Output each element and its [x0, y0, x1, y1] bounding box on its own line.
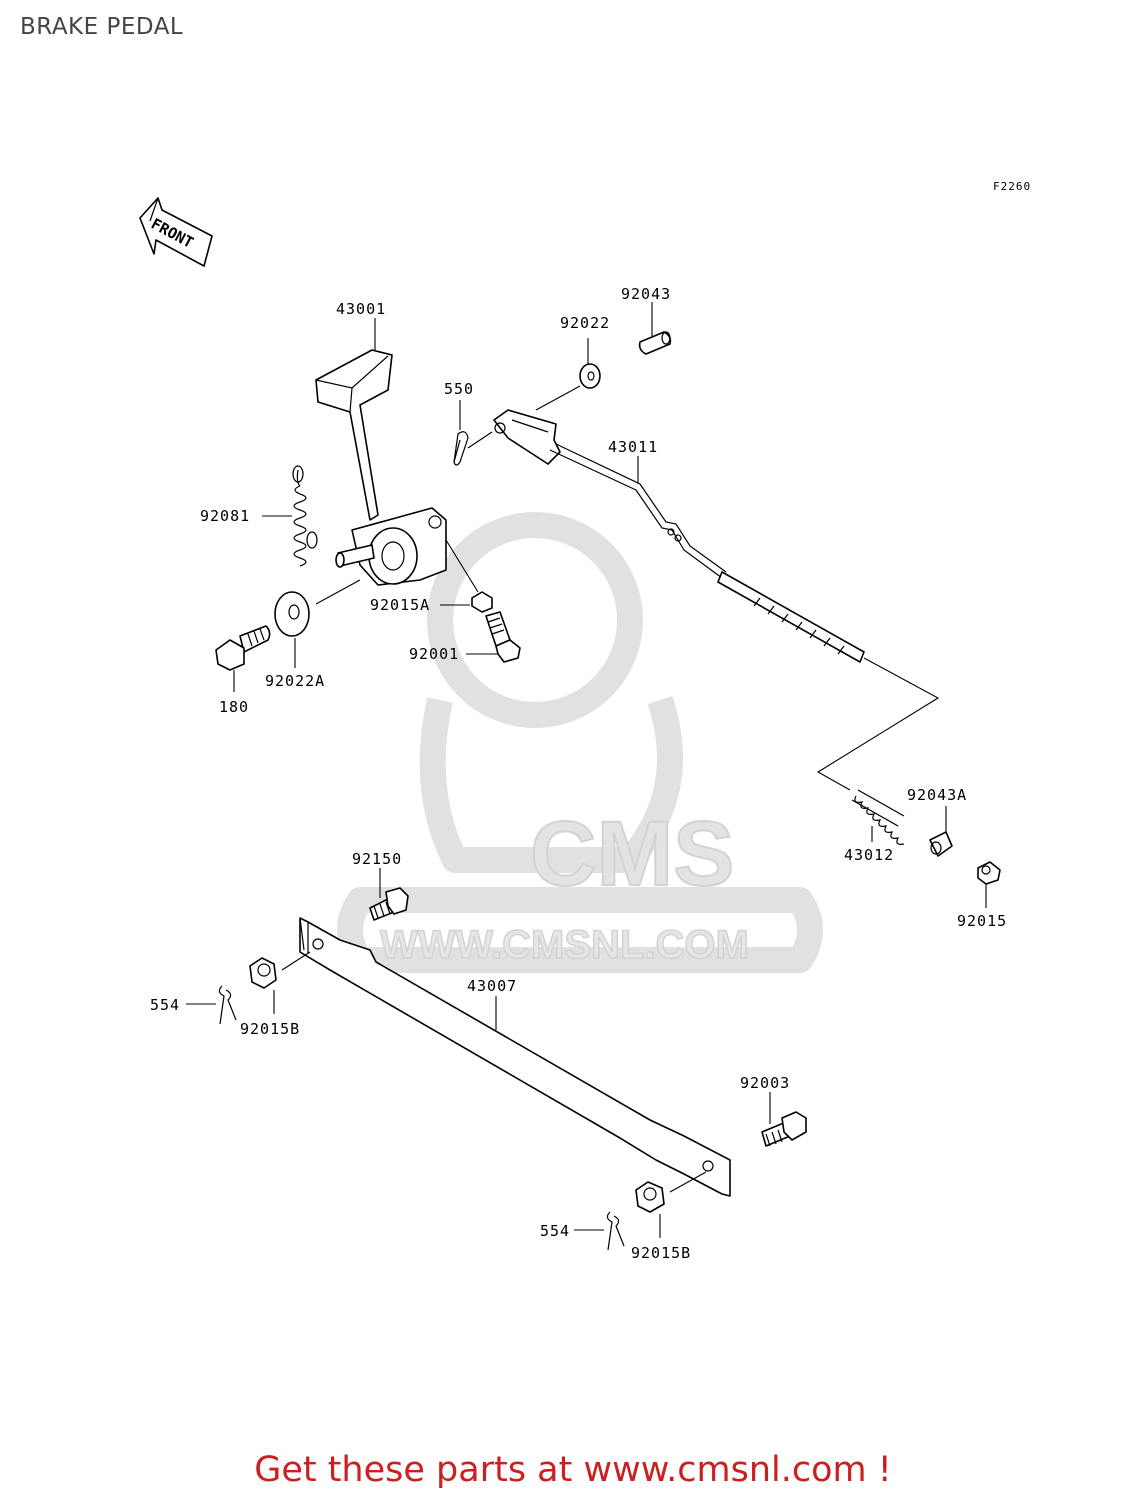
front-arrow-icon: FRONT [139, 197, 213, 267]
watermark-brand: CMS [530, 803, 734, 905]
part-label-550: 550 [444, 380, 474, 398]
trunnion-92043A [929, 831, 953, 857]
figure-code: F2260 [993, 180, 1031, 193]
part-label-92081: 92081 [200, 507, 250, 525]
part-label-92022A: 92022A [265, 672, 325, 690]
bolt-92150 [369, 887, 409, 921]
part-label-92043: 92043 [621, 285, 671, 303]
part-label-92015B-lower: 92015B [631, 1244, 691, 1262]
cotter-pin-550 [453, 431, 469, 466]
part-label-43012: 43012 [844, 846, 894, 864]
part-label-92003: 92003 [740, 1074, 790, 1092]
nut-92015B-lower [635, 1181, 665, 1213]
part-label-92022: 92022 [560, 314, 610, 332]
brake-rod-43011 [493, 409, 865, 663]
washer-92022 [579, 363, 601, 389]
clip-554-upper [218, 985, 237, 1025]
return-spring-92081 [292, 465, 318, 567]
bolt-180 [215, 625, 271, 671]
spring-43012 [851, 789, 905, 845]
bolt-92001 [485, 611, 521, 663]
part-label-43001: 43001 [336, 300, 386, 318]
part-label-92015: 92015 [957, 912, 1007, 930]
part-label-180: 180 [219, 698, 249, 716]
footer-link[interactable]: Get these parts at www.cmsnl.com ! [254, 1450, 892, 1490]
nut-92015B-upper [249, 957, 277, 989]
pin-92043 [638, 331, 672, 355]
part-label-43007: 43007 [467, 977, 517, 995]
link-rod-43007 [299, 917, 731, 1197]
washer-92022A [274, 591, 310, 637]
part-label-92015B-upper: 92015B [240, 1020, 300, 1038]
bolt-92003 [761, 1111, 807, 1147]
clip-554-lower [606, 1211, 625, 1251]
part-label-92015A: 92015A [370, 596, 430, 614]
brake-pedal-43001 [315, 349, 447, 586]
part-label-43011: 43011 [608, 438, 658, 456]
part-label-92043A: 92043A [907, 786, 967, 804]
part-label-554-lower: 554 [540, 1222, 570, 1240]
part-label-92001: 92001 [409, 645, 459, 663]
nut-92015 [977, 861, 1001, 885]
watermark-url: WWW.CMSNL.COM [380, 923, 749, 967]
watermark-logo: CMS WWW.CMSNL.COM [337, 512, 823, 973]
page-title: BRAKE PEDAL [20, 14, 184, 40]
nut-92015A [471, 591, 493, 613]
parts-diagram: CMS WWW.CMSNL.COM F2260 FRONT 43001 9208… [139, 180, 1031, 1262]
part-label-92150: 92150 [352, 850, 402, 868]
part-label-554-upper: 554 [150, 996, 180, 1014]
